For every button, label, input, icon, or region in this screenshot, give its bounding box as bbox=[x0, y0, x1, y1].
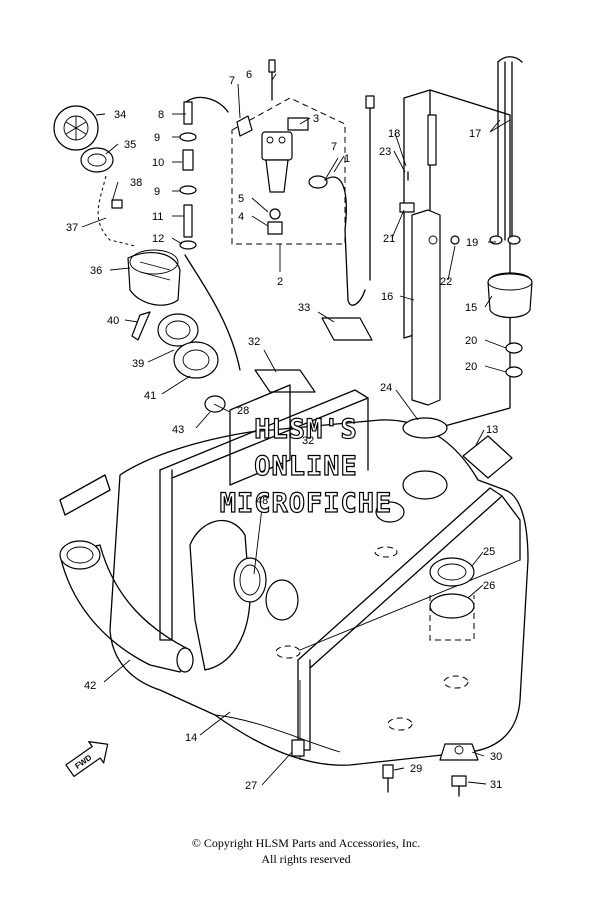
callout-17: 17 bbox=[469, 128, 481, 140]
callout-23: 23 bbox=[379, 146, 391, 158]
hose-42 bbox=[59, 474, 194, 673]
callout-11: 11 bbox=[152, 211, 163, 223]
plate-13 bbox=[462, 435, 513, 479]
callout-36: 36 bbox=[90, 265, 102, 277]
tank-caps bbox=[375, 417, 475, 641]
callout-20-upper: 20 bbox=[465, 335, 477, 347]
forward-arrow: FWD bbox=[65, 741, 109, 777]
callout-22: 22 bbox=[440, 276, 452, 288]
callout-9-lower: 9 bbox=[154, 186, 160, 198]
callout-24: 24 bbox=[380, 382, 392, 394]
callout-29: 29 bbox=[410, 763, 422, 775]
callout-10: 10 bbox=[152, 157, 164, 169]
callout-16: 16 bbox=[381, 291, 393, 303]
rights-line: All rights reserved bbox=[261, 852, 351, 866]
callout-38: 38 bbox=[130, 177, 142, 189]
callout-1: 1 bbox=[344, 153, 350, 165]
callout-41: 41 bbox=[144, 390, 156, 402]
callout-18: 18 bbox=[388, 128, 400, 140]
decals bbox=[229, 317, 373, 486]
callout-8: 8 bbox=[158, 109, 164, 121]
watermark-line-2: ONLINE bbox=[254, 451, 358, 482]
callout-14: 14 bbox=[185, 732, 197, 744]
callout-48: 48 bbox=[256, 495, 268, 507]
vent-pipe-assembly bbox=[399, 89, 511, 431]
callout-2: 2 bbox=[277, 276, 283, 288]
callout-35: 35 bbox=[124, 139, 136, 151]
callout-7-right: 7 bbox=[331, 141, 337, 153]
callout-12: 12 bbox=[152, 233, 164, 245]
watermark-line-1: HLSM'S bbox=[254, 414, 358, 445]
callout-39: 39 bbox=[132, 358, 144, 370]
callout-37: 37 bbox=[66, 222, 78, 234]
callout-28: 28 bbox=[237, 405, 249, 417]
callout-40: 40 bbox=[107, 315, 119, 327]
callout-3: 3 bbox=[313, 113, 319, 125]
callouts: 1 2 3 4 5 6 7 7 8 9 10 9 11 12 13 14 15 … bbox=[66, 69, 502, 792]
assembly-box bbox=[231, 97, 346, 245]
callout-4: 4 bbox=[238, 211, 244, 223]
callout-9-upper: 9 bbox=[154, 132, 160, 144]
callout-34: 34 bbox=[114, 109, 126, 121]
callout-21: 21 bbox=[383, 233, 395, 245]
vent-hose-parts bbox=[179, 96, 229, 250]
watermark: HLSM'S ONLINE MICROFICHE bbox=[219, 413, 393, 519]
callout-19: 19 bbox=[466, 237, 478, 249]
callout-13: 13 bbox=[486, 424, 498, 436]
callout-33: 33 bbox=[298, 302, 310, 314]
filler-cap-parts bbox=[53, 105, 241, 413]
filter-assembly bbox=[236, 59, 375, 306]
fuel-tank bbox=[109, 419, 529, 766]
callout-15: 15 bbox=[465, 302, 477, 314]
callout-32-upper: 32 bbox=[248, 336, 260, 348]
callout-27: 27 bbox=[245, 780, 257, 792]
callout-42: 42 bbox=[84, 680, 96, 692]
callout-26: 26 bbox=[483, 580, 495, 592]
tank-strap bbox=[159, 389, 521, 751]
watermark-line-3: MICROFICHE bbox=[220, 488, 393, 519]
callout-7-left: 7 bbox=[229, 75, 235, 87]
callout-5: 5 bbox=[238, 193, 244, 205]
filler-hose bbox=[189, 519, 299, 671]
callout-43: 43 bbox=[172, 424, 184, 436]
callout-32-lower: 32 bbox=[302, 435, 314, 447]
mount-hardware bbox=[291, 739, 479, 797]
callout-6: 6 bbox=[246, 69, 252, 81]
leader-lines bbox=[81, 73, 511, 786]
callout-20-lower: 20 bbox=[465, 361, 477, 373]
fuel-filter-right bbox=[487, 56, 533, 378]
callout-25: 25 bbox=[483, 546, 495, 558]
callout-30: 30 bbox=[490, 751, 502, 763]
copyright-line: © Copyright HLSM Parts and Accessories, … bbox=[191, 836, 421, 850]
callout-31: 31 bbox=[490, 779, 502, 791]
